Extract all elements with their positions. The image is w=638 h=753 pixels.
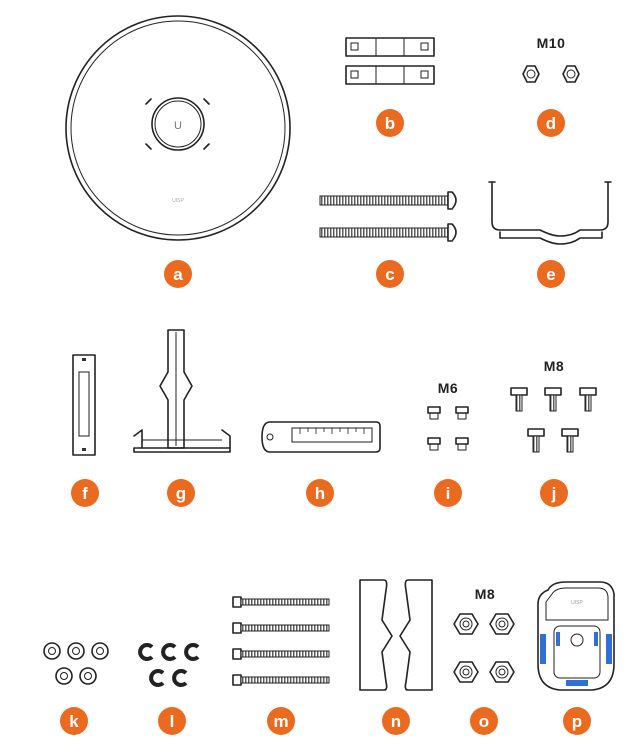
part-b-plates <box>345 37 435 85</box>
badge-b: b <box>376 109 404 137</box>
svg-text:o: o <box>479 712 489 731</box>
part-a-dish: U UISP <box>65 15 291 241</box>
badge-i: i <box>434 479 462 507</box>
badge-d: d <box>537 109 565 137</box>
housing-brand: UISP <box>571 600 583 606</box>
badge-o: o <box>470 707 498 735</box>
part-h-plate <box>261 421 381 453</box>
svg-text:d: d <box>546 114 556 133</box>
part-k-washers <box>43 642 109 685</box>
svg-text:i: i <box>446 484 451 503</box>
size-label-o: M8 <box>475 586 495 602</box>
size-label-j: M8 <box>544 358 564 374</box>
svg-text:h: h <box>315 484 325 503</box>
part-e-bracket <box>488 181 612 245</box>
part-l-split-washers <box>138 643 200 687</box>
part-d-nuts <box>522 65 580 83</box>
part-c-bolts <box>319 191 457 242</box>
size-label-d: M10 <box>537 35 566 51</box>
dish-brand: UISP <box>172 198 184 204</box>
svg-text:b: b <box>385 114 395 133</box>
badge-p: p <box>563 707 591 735</box>
svg-text:k: k <box>69 712 79 731</box>
badge-g: g <box>167 479 195 507</box>
svg-text:p: p <box>572 712 582 731</box>
part-o-nuts <box>453 613 515 683</box>
part-j-bolts <box>510 387 597 453</box>
badge-k: k <box>60 707 88 735</box>
svg-text:a: a <box>173 265 183 284</box>
badge-a: a <box>164 260 192 288</box>
badge-l: l <box>158 707 186 735</box>
part-p-housing: UISP <box>537 581 615 691</box>
svg-text:j: j <box>551 484 557 503</box>
badge-c: c <box>376 260 404 288</box>
size-label-i: M6 <box>438 380 458 396</box>
badge-n: n <box>382 707 410 735</box>
part-m-screws <box>232 596 330 686</box>
badge-h: h <box>306 479 334 507</box>
svg-text:e: e <box>546 265 555 284</box>
svg-text:m: m <box>273 712 288 731</box>
part-g-bracket <box>133 329 231 453</box>
svg-text:c: c <box>385 265 394 284</box>
svg-text:f: f <box>82 484 88 503</box>
part-f-plate <box>72 354 96 456</box>
badge-m: m <box>267 707 295 735</box>
dish-logo: U <box>174 120 182 132</box>
badge-j: j <box>540 479 568 507</box>
svg-text:n: n <box>391 712 401 731</box>
svg-text:g: g <box>176 484 186 503</box>
part-i-screws <box>427 406 469 451</box>
part-n-clamps <box>359 579 433 691</box>
svg-text:l: l <box>170 712 175 731</box>
badge-f: f <box>71 479 99 507</box>
badge-e: e <box>537 260 565 288</box>
